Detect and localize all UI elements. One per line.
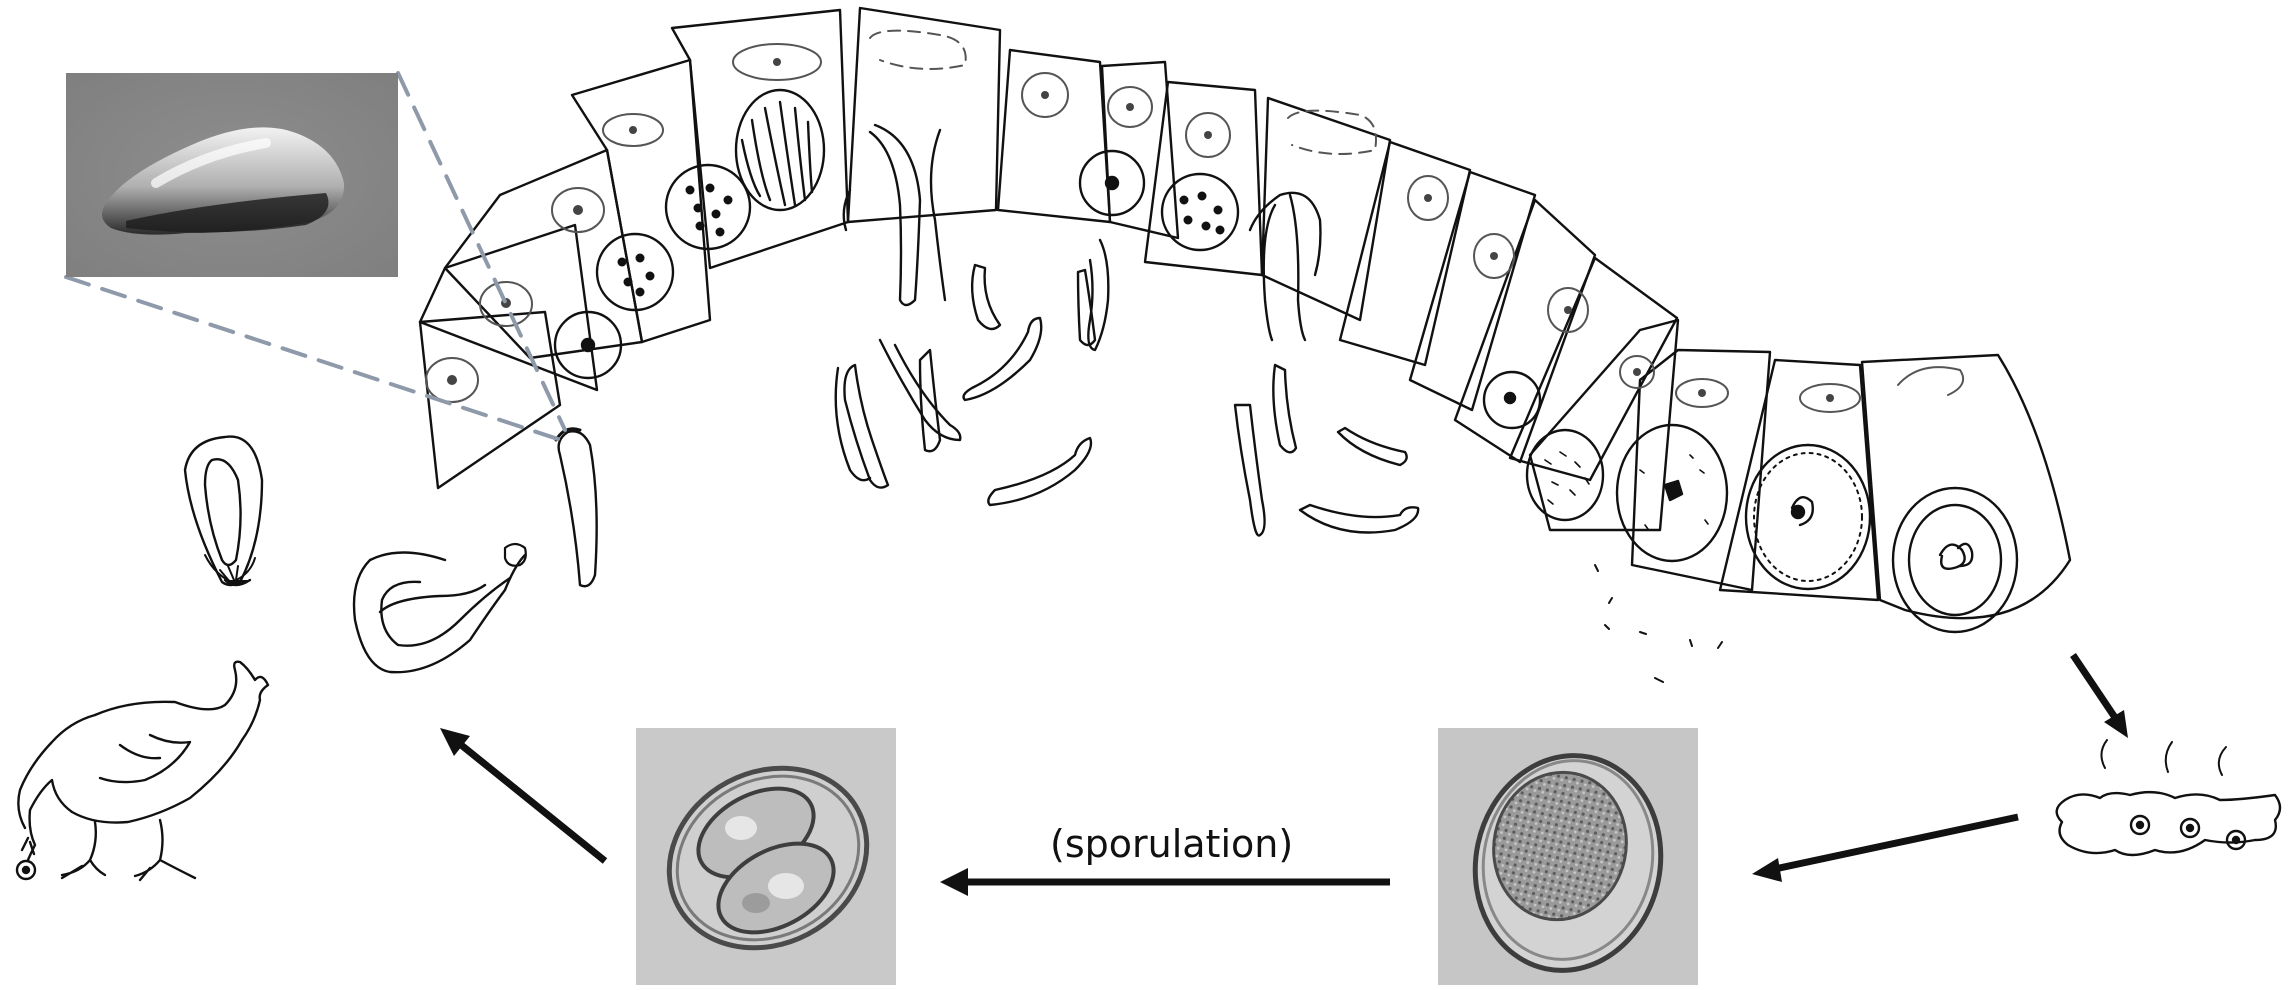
chicken-icon [17, 662, 268, 880]
sporozoite-entering [559, 431, 597, 586]
mature-schizont [736, 90, 824, 210]
cell-nucleus [870, 31, 966, 69]
sporulated-oocyst-micrograph [636, 728, 896, 985]
excysting-sporocyst [295, 544, 526, 672]
arrow-icon [1752, 817, 2018, 882]
arrow-icon [2073, 655, 2128, 738]
schizont [1162, 174, 1238, 250]
merozoite-release [870, 125, 920, 305]
epithelial-cell [572, 60, 710, 342]
epithelial-cell [420, 225, 597, 390]
epithelial-cell [1340, 142, 1470, 365]
epithelial-cell [998, 50, 1110, 222]
arrow-icon [440, 728, 605, 861]
cell-nucleus [1898, 367, 1963, 395]
feces-icon [2057, 740, 2280, 855]
cell-nucleus [1288, 111, 1376, 154]
epithelial-cell [848, 8, 1000, 222]
sporulation-label: (sporulation) [1050, 822, 1293, 866]
epithelial-cell [1145, 82, 1262, 275]
sporozoite-micrograph [66, 73, 398, 277]
arrow-icon [940, 868, 1390, 896]
unsporulated-oocyst-micrograph [1438, 728, 1698, 985]
merozoite-release [1264, 195, 1305, 340]
unsporulated-oocyst-in-cell [1893, 488, 2017, 632]
sporocyst [185, 437, 262, 585]
intestinal-epithelium [420, 8, 2070, 632]
epithelial-cell [1262, 98, 1390, 320]
macrogamete [1617, 425, 1727, 561]
cell-debris [1595, 565, 1722, 682]
epithelial-cell [1862, 355, 2070, 618]
zygote [1746, 445, 1870, 589]
epithelial-cell [1530, 320, 1678, 530]
